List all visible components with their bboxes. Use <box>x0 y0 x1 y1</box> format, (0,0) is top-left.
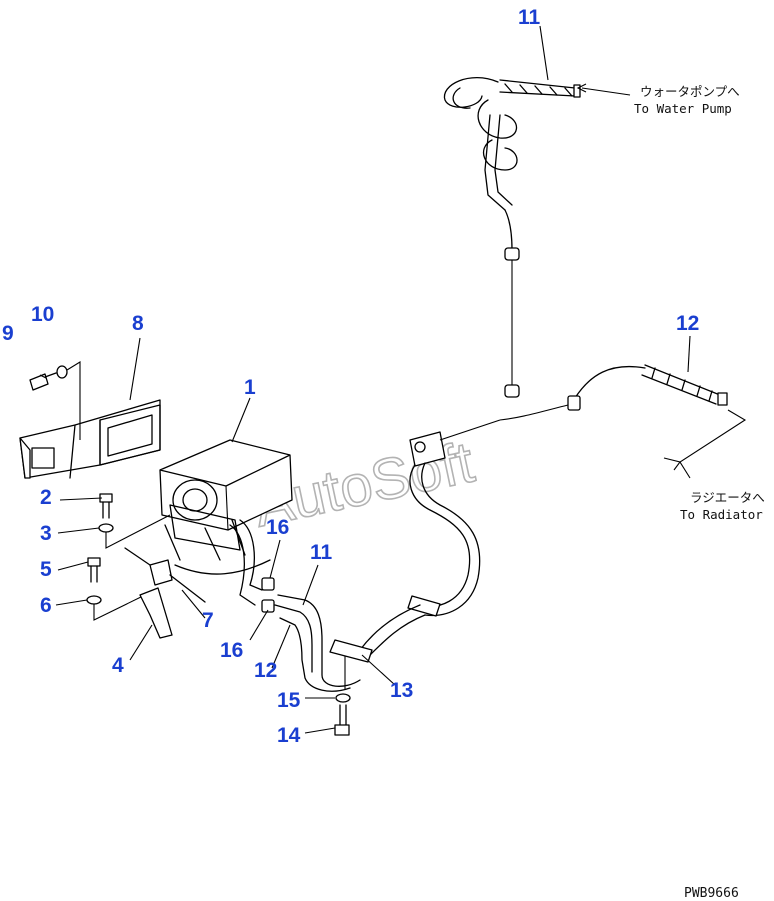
arrow-to-radiator <box>663 409 747 479</box>
callout-8: 8 <box>132 312 144 335</box>
air-duct <box>19 399 161 479</box>
heater-unit <box>159 439 293 613</box>
washer-6 <box>86 595 102 605</box>
callout-2: 2 <box>40 486 52 509</box>
clamp-7 <box>124 547 206 603</box>
callout-7: 7 <box>202 609 214 632</box>
washer-10 <box>56 365 68 379</box>
callout-16-lower: 16 <box>220 639 243 662</box>
callout-3: 3 <box>40 522 52 545</box>
washer-3 <box>98 523 114 533</box>
callout-15: 15 <box>277 689 301 712</box>
leader-lines <box>39 25 691 734</box>
bracket-13 <box>329 639 373 663</box>
washer-15 <box>335 693 351 703</box>
callout-11-middle: 11 <box>310 541 333 564</box>
arrow-to-water-pump <box>576 83 631 96</box>
note-water-pump-jp: ウォータポンプへ <box>640 84 740 99</box>
note-radiator-jp: ラジエータへ <box>690 490 765 505</box>
callout-16-upper: 16 <box>266 516 289 539</box>
bolt-9 <box>29 372 57 391</box>
hose-to-water-pump <box>443 77 581 398</box>
bolt-2 <box>99 493 113 519</box>
hose-to-radiator <box>499 364 728 421</box>
callout-9: 9 <box>2 322 14 345</box>
bolt-5 <box>87 557 101 583</box>
leader-10 <box>66 361 81 440</box>
note-radiator-en: To Radiator <box>680 507 763 522</box>
callout-5: 5 <box>40 558 52 581</box>
bolt-14 <box>334 704 350 736</box>
callout-4: 4 <box>112 654 124 677</box>
drawing-code: PWB9666 <box>684 886 739 901</box>
junction-and-lower-hose <box>359 419 501 656</box>
callout-10: 10 <box>31 303 54 326</box>
callout-12-middle: 12 <box>254 659 277 682</box>
bracket-4 <box>139 587 173 639</box>
note-water-pump-en: To Water Pump <box>634 101 732 116</box>
callout-6: 6 <box>40 594 52 617</box>
hose-set-middle <box>274 594 361 692</box>
callout-12-right: 12 <box>676 312 699 335</box>
callout-11-top: 11 <box>518 6 541 29</box>
callout-1: 1 <box>244 376 256 399</box>
leader-3 <box>105 514 171 549</box>
callout-14: 14 <box>277 724 301 747</box>
leader-6 <box>93 594 146 621</box>
callout-13: 13 <box>390 679 413 702</box>
